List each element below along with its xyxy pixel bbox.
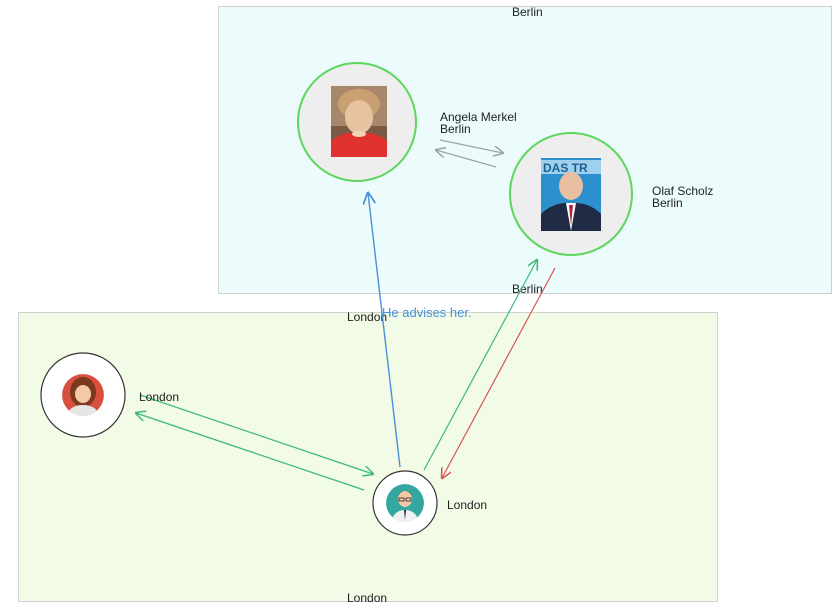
scholz-name-label: Olaf Scholz [652,184,714,198]
edge-man-to-woman[interactable] [136,413,365,491]
man-city-label: London [447,498,488,512]
merkel-city-label: Berlin [440,122,471,136]
group-berlin-label: Berlin [512,5,543,19]
merkel-portrait-image [331,86,387,157]
edge-man-to-merkel[interactable] [368,193,401,468]
merkel-name-label: Angela Merkel [440,110,517,124]
edge-scholz-to-man[interactable] [442,267,556,478]
man-avatar-icon [386,484,424,522]
node-man[interactable] [372,470,438,536]
group-london-bottom-label: London [347,591,388,605]
node-scholz[interactable]: DAS TR [509,132,633,256]
edge-man-to-scholz[interactable] [423,260,537,471]
node-merkel[interactable] [297,62,417,182]
scholz-city-label: Berlin [652,196,683,210]
group-london-label: London [347,310,388,324]
woman-city-label: London [139,390,180,404]
scholz-portrait-image: DAS TR [541,158,601,231]
edge-merkel-to-scholz[interactable] [439,139,503,153]
edge-label-advises: He advises her. [382,305,472,320]
svg-text:DAS TR: DAS TR [543,161,588,175]
group-london[interactable] [18,312,718,602]
edge-woman-to-man[interactable] [139,394,373,474]
woman-avatar-icon [62,374,104,416]
edge-scholz-to-merkel[interactable] [436,150,497,168]
node-woman[interactable] [40,352,126,438]
